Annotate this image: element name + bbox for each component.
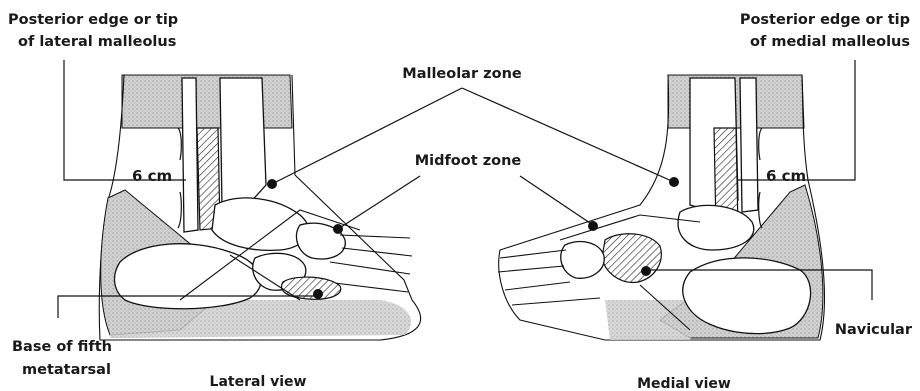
dot-medial-midfoot bbox=[588, 221, 598, 231]
dot-fifth-metatarsal bbox=[313, 289, 323, 299]
label-6cm-right: 6 cm bbox=[766, 167, 806, 185]
lateral-fibula bbox=[182, 78, 198, 232]
lateral-leg-shaded-band bbox=[122, 75, 292, 128]
medial-metatarsal-2 bbox=[498, 266, 564, 272]
label-navicular: Navicular bbox=[835, 322, 913, 338]
leader-midfoot-zone-right bbox=[520, 176, 593, 225]
label-base-fifth-1: Base of fifth bbox=[12, 339, 112, 355]
lateral-metatarsal-2 bbox=[342, 248, 412, 256]
label-post-lateral-2: of lateral malleolus bbox=[18, 34, 176, 50]
lateral-talus bbox=[212, 198, 308, 250]
label-medial-view: Medial view bbox=[637, 376, 731, 391]
lateral-metatarsal-1 bbox=[340, 235, 410, 238]
medial-navicular-hatched bbox=[602, 234, 661, 283]
medial-view-foot bbox=[498, 75, 824, 340]
bracket-6cm-left bbox=[178, 128, 181, 228]
label-6cm-left: 6 cm bbox=[132, 167, 172, 185]
dot-lateral-midfoot bbox=[333, 224, 343, 234]
label-malleolar-zone: Malleolar zone bbox=[402, 66, 522, 82]
label-midfoot-zone: Midfoot zone bbox=[415, 153, 522, 169]
medial-metatarsal-3 bbox=[505, 282, 570, 290]
lateral-view-foot bbox=[99, 75, 420, 340]
medial-metatarsal-4 bbox=[512, 298, 600, 305]
dot-medial-malleolus bbox=[669, 177, 679, 187]
leader-midfoot-zone-left bbox=[338, 176, 420, 229]
bracket-6cm-right bbox=[759, 128, 762, 228]
medial-cuneiform bbox=[561, 242, 604, 279]
label-post-medial-1: Posterior edge or tip bbox=[740, 12, 910, 28]
dot-navicular bbox=[641, 266, 651, 276]
label-post-medial-2: of medial malleolus bbox=[750, 34, 910, 50]
label-lateral-view: Lateral view bbox=[210, 374, 307, 390]
lateral-calcaneus bbox=[115, 244, 261, 309]
dot-lateral-malleolus bbox=[267, 179, 277, 189]
label-post-lateral-1: Posterior edge or tip bbox=[8, 12, 178, 28]
medial-metatarsal-1 bbox=[500, 250, 566, 258]
lateral-metatarsal-3 bbox=[330, 262, 410, 274]
medial-fibula bbox=[740, 78, 758, 212]
label-base-fifth-2: metatarsal bbox=[22, 362, 111, 378]
leader-malleolar-zone-left bbox=[272, 88, 462, 184]
lateral-tibia bbox=[220, 78, 266, 208]
medial-sole-shaded bbox=[605, 300, 700, 340]
